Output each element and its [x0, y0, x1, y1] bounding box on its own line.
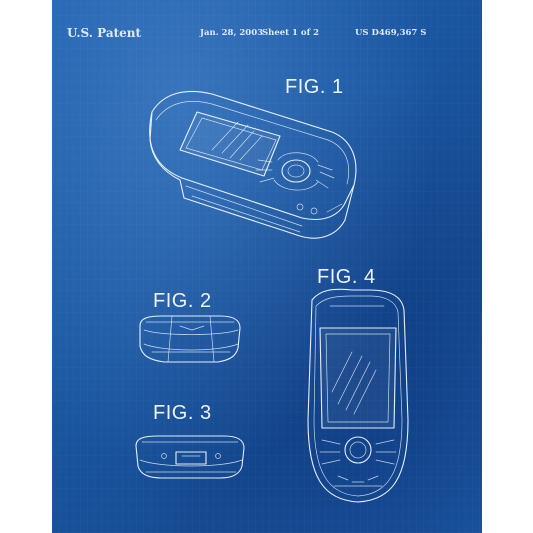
fig-1-label: FIG. 1 [285, 76, 344, 98]
patent-date: Jan. 28, 2003 [200, 28, 264, 38]
fig-3-device-drawing [135, 435, 245, 479]
patent-label: U.S. Patent [67, 26, 142, 40]
fig-1-device-drawing [149, 90, 357, 239]
fig-4-device-drawing [307, 288, 409, 503]
fig-4-label: FIG. 4 [317, 266, 376, 288]
fig-2-label: FIG. 2 [153, 290, 212, 312]
patent-sheet: U.S. Patent Jan. 28, 2003 Sheet 1 of 2 U… [52, 0, 482, 533]
fig-2-device-drawing [139, 315, 241, 363]
sheet-number: Sheet 1 of 2 [262, 28, 320, 38]
patent-drawings [135, 90, 409, 503]
patent-number: US D469,367 S [355, 28, 427, 38]
fig-3-label: FIG. 3 [153, 402, 212, 424]
